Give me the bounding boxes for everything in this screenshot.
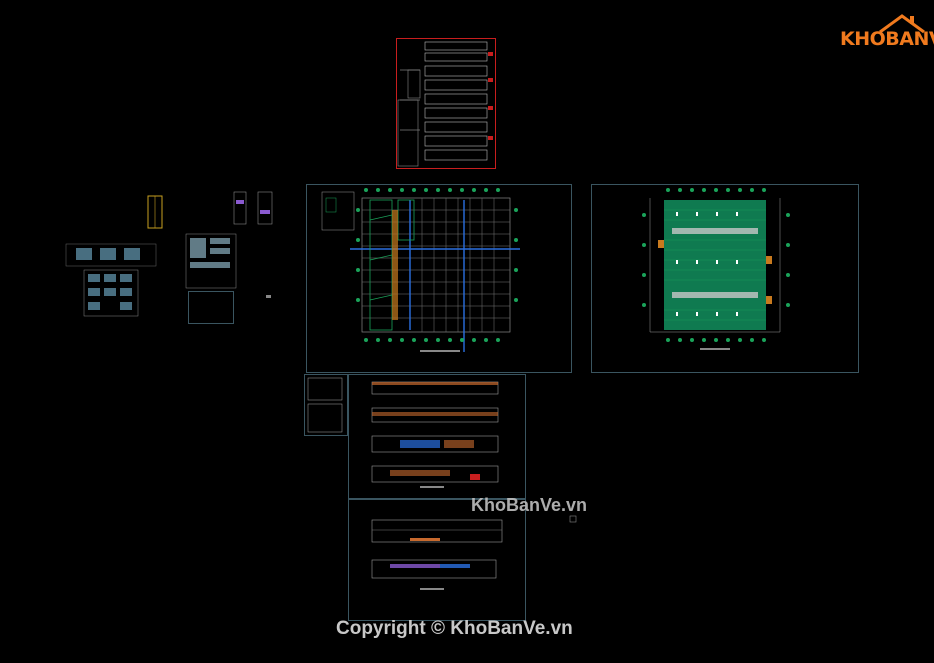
elevation-drawings — [371, 381, 503, 590]
sheet-detail-box[interactable] — [188, 291, 234, 324]
sheet-floor-plan[interactable] — [306, 184, 572, 373]
logo-text: KHOBANVE — [840, 28, 934, 50]
house-roof-icon — [879, 14, 925, 34]
sheet-roof-plan[interactable] — [591, 184, 859, 373]
foundation-schedule-drawing — [397, 41, 488, 167]
floor-plan-drawing — [321, 188, 520, 352]
khobanve-logo: KHOBANVE — [840, 10, 934, 52]
detail-sheets-left — [65, 191, 577, 523]
sheet-notes-table[interactable] — [304, 374, 348, 436]
sheet-sections[interactable] — [348, 499, 526, 621]
sheet-foundation-schedule[interactable] — [396, 38, 496, 169]
copyright-notice: Copyright © KhoBanVe.vn — [336, 618, 573, 639]
center-watermark: KhoBanVe.vn — [471, 495, 588, 515]
sheet-elevations[interactable] — [348, 374, 526, 499]
roof-plan-drawing — [642, 188, 790, 350]
